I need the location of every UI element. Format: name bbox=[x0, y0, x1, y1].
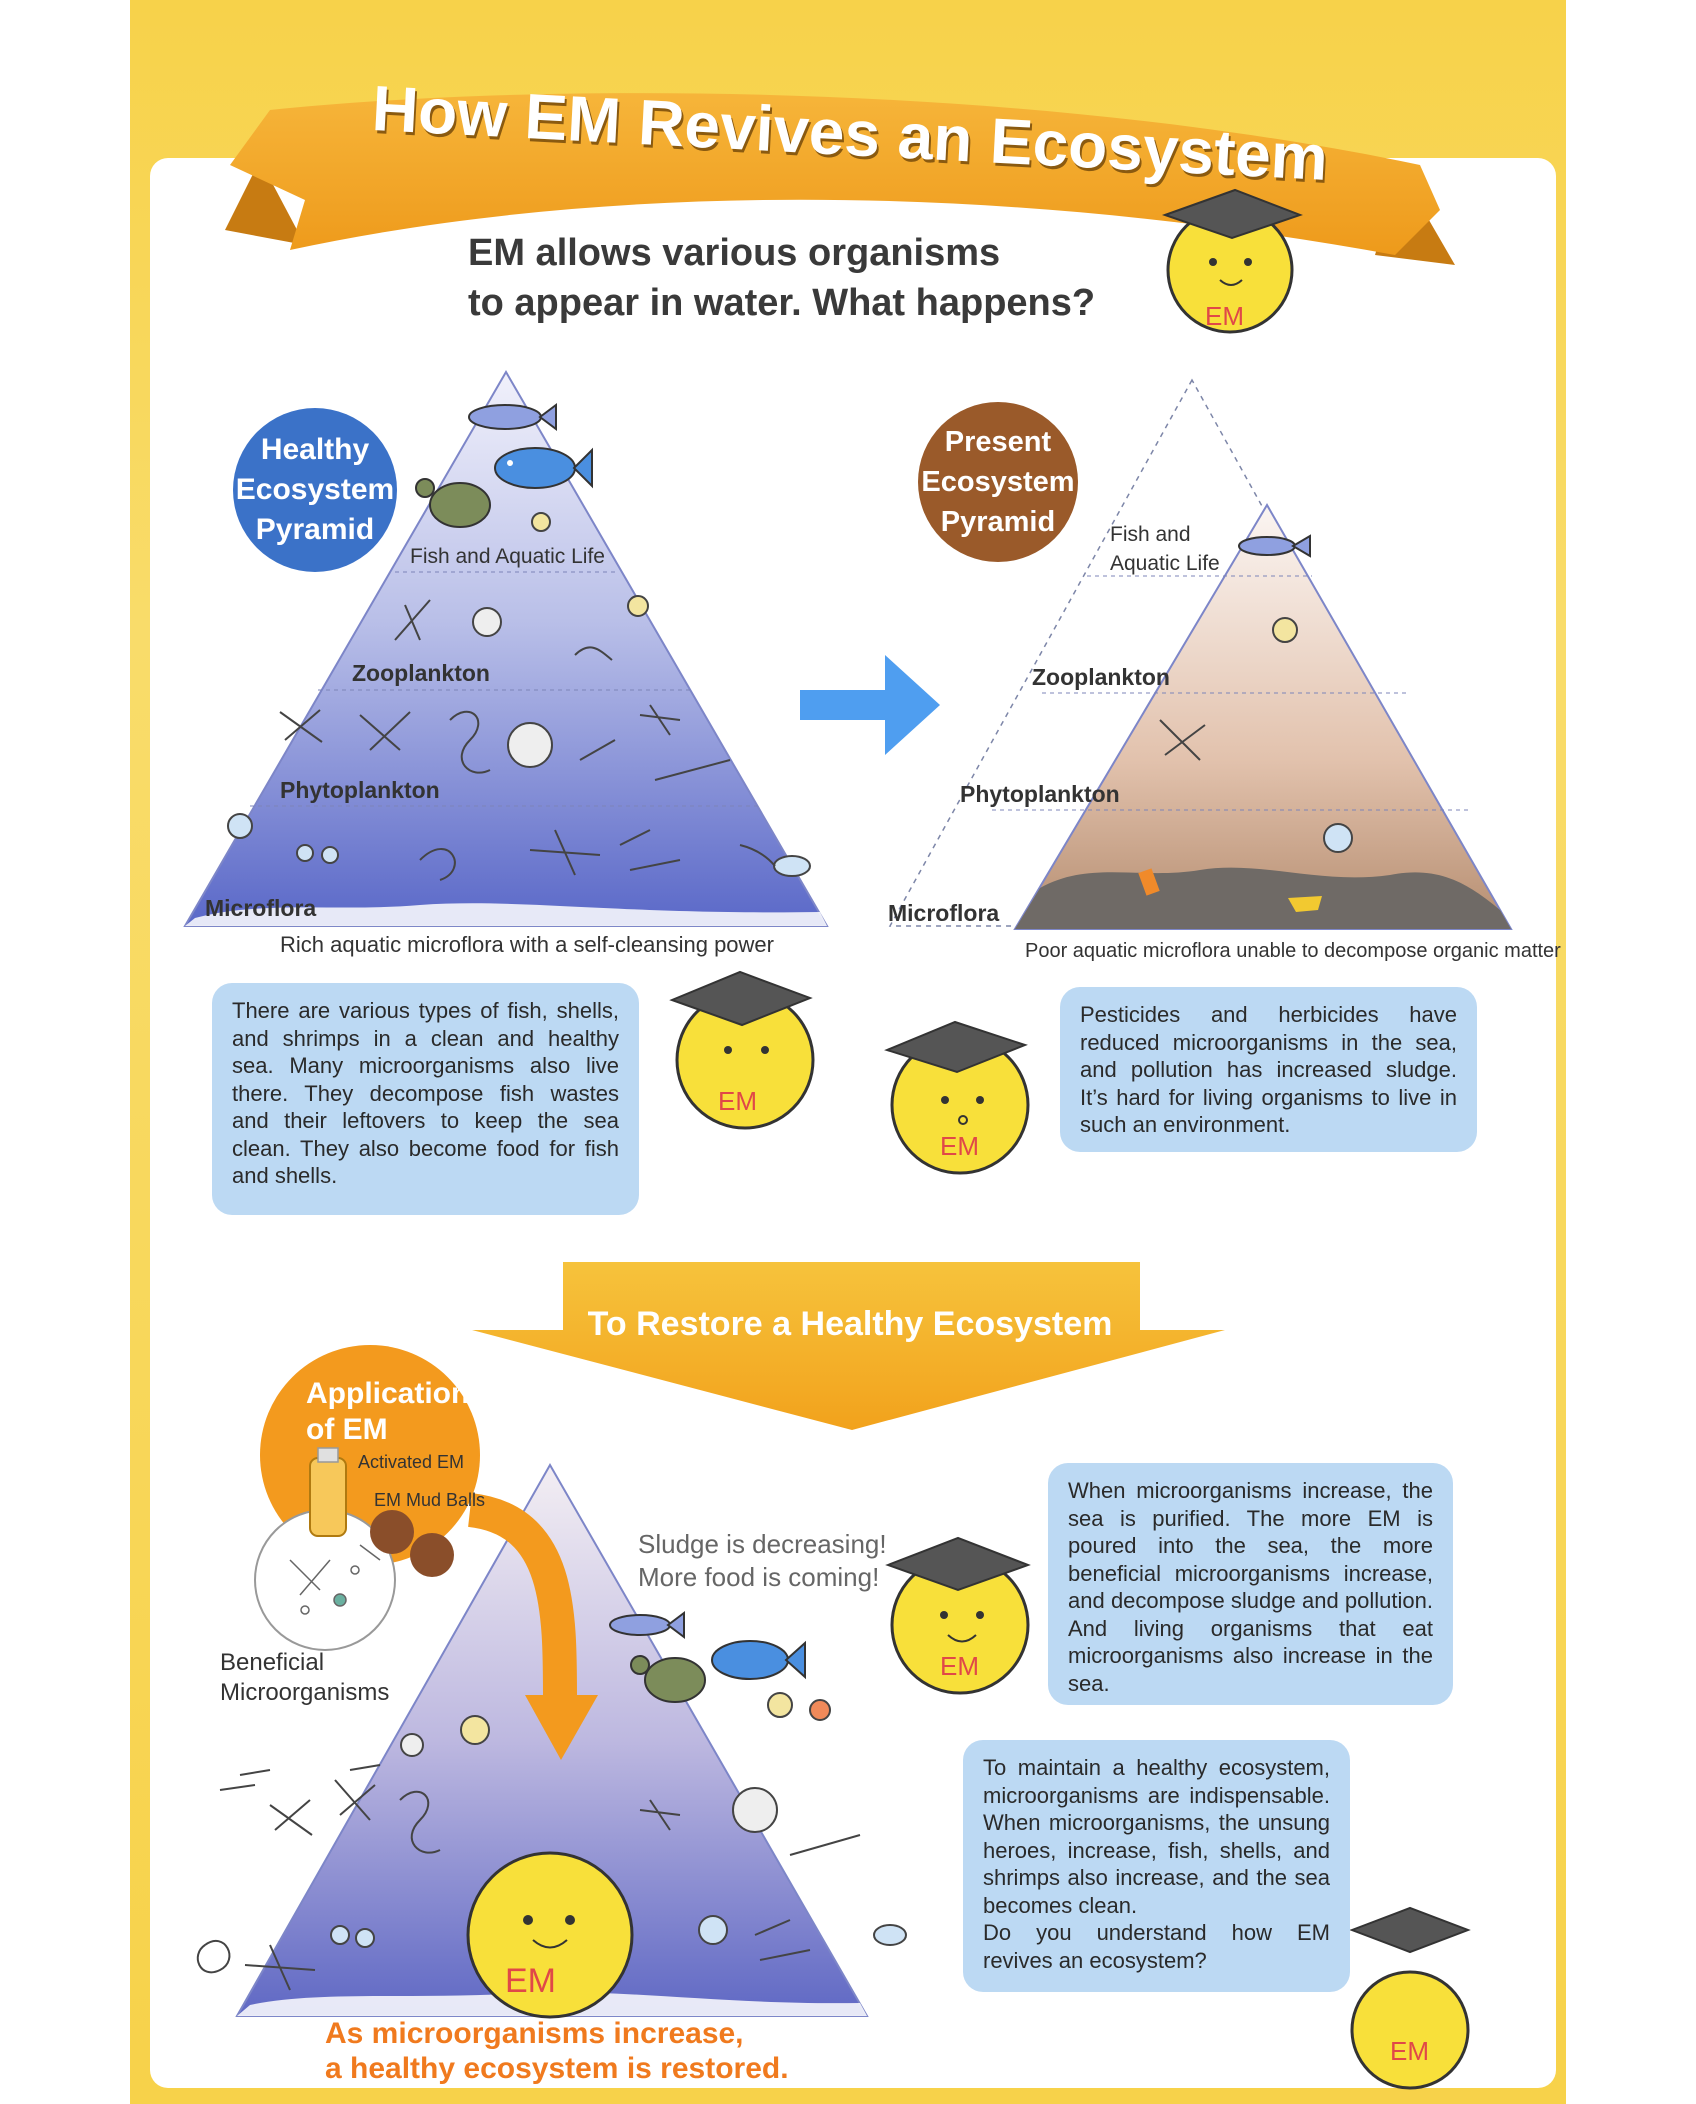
restore-arrow bbox=[472, 1262, 1225, 1430]
increase-bubble: When microorganisms increase, the sea is… bbox=[1048, 1463, 1453, 1705]
intro-line-2: to appear in water. What happens? bbox=[468, 282, 1096, 324]
svg-text:EM: EM bbox=[505, 1962, 556, 2000]
present-badge: Present Ecosystem Pyramid bbox=[918, 402, 1078, 562]
svg-text:EM: EM bbox=[1390, 2036, 1429, 2066]
right-arrow bbox=[800, 655, 940, 755]
present-level-microflora: Microflora bbox=[888, 900, 1000, 926]
svg-text:EM: EM bbox=[1205, 301, 1244, 331]
healthy-level-phytoplankton: Phytoplankton bbox=[280, 777, 440, 803]
result-text: As microorganisms increase, a healthy ec… bbox=[325, 2017, 789, 2085]
mascot-top: EM bbox=[1161, 188, 1303, 334]
present-bubble: Pesticides and herbicides have reduced m… bbox=[1060, 987, 1477, 1152]
healthy-level-zooplankton: Zooplankton bbox=[352, 660, 490, 686]
application-title: Application of EM bbox=[306, 1377, 470, 1446]
mascot-healthy: EM bbox=[669, 970, 815, 1130]
beneficial-microorganisms-label: Beneficial Microorganisms bbox=[220, 1649, 390, 1706]
present-level-fish: Fish and Aquatic Life bbox=[1110, 523, 1220, 575]
healthy-badge: Healthy Ecosystem Pyramid bbox=[233, 408, 397, 572]
turtle-icon bbox=[415, 478, 491, 528]
healthy-caption: Rich aquatic microflora with a self-clea… bbox=[280, 932, 774, 957]
healthy-level-fish: Fish and Aquatic Life bbox=[410, 545, 605, 568]
mascot-increase: EM bbox=[885, 1536, 1031, 1695]
svg-text:EM: EM bbox=[940, 1131, 979, 1161]
intro-line-1: EM allows various organisms bbox=[468, 232, 1001, 274]
plankton-icons bbox=[227, 512, 811, 881]
restore-title: To Restore a Healthy Ecosystem bbox=[587, 1305, 1113, 1343]
mascot-restore: EM bbox=[466, 1851, 634, 2019]
svg-text:EM: EM bbox=[940, 1651, 979, 1681]
application-badge bbox=[254, 1345, 598, 1760]
mascot-present: EM bbox=[884, 1020, 1030, 1175]
present-pyramid bbox=[888, 378, 1513, 930]
title-ribbon bbox=[225, 93, 1455, 265]
svg-text:EM: EM bbox=[718, 1086, 757, 1116]
healthy-level-microflora: Microflora bbox=[205, 895, 317, 921]
healthy-bubble: There are various types of fish, shells,… bbox=[212, 983, 639, 1215]
present-level-zooplankton: Zooplankton bbox=[1032, 664, 1170, 690]
sludge-note: Sludge is decreasing! More food is comin… bbox=[638, 1529, 887, 1592]
mud-balls-label: EM Mud Balls bbox=[374, 1490, 486, 1510]
activated-em-label: Activated EM bbox=[358, 1452, 465, 1472]
maintain-bubble: To maintain a healthy ecosystem, microor… bbox=[963, 1740, 1350, 1992]
present-caption: Poor aquatic microflora unable to decomp… bbox=[1025, 940, 1561, 962]
present-level-phytoplankton: Phytoplankton bbox=[960, 781, 1120, 807]
mascot-bottom: EM bbox=[1349, 1906, 1471, 2090]
fish-icon bbox=[468, 403, 593, 489]
healthy-pyramid bbox=[183, 370, 829, 927]
